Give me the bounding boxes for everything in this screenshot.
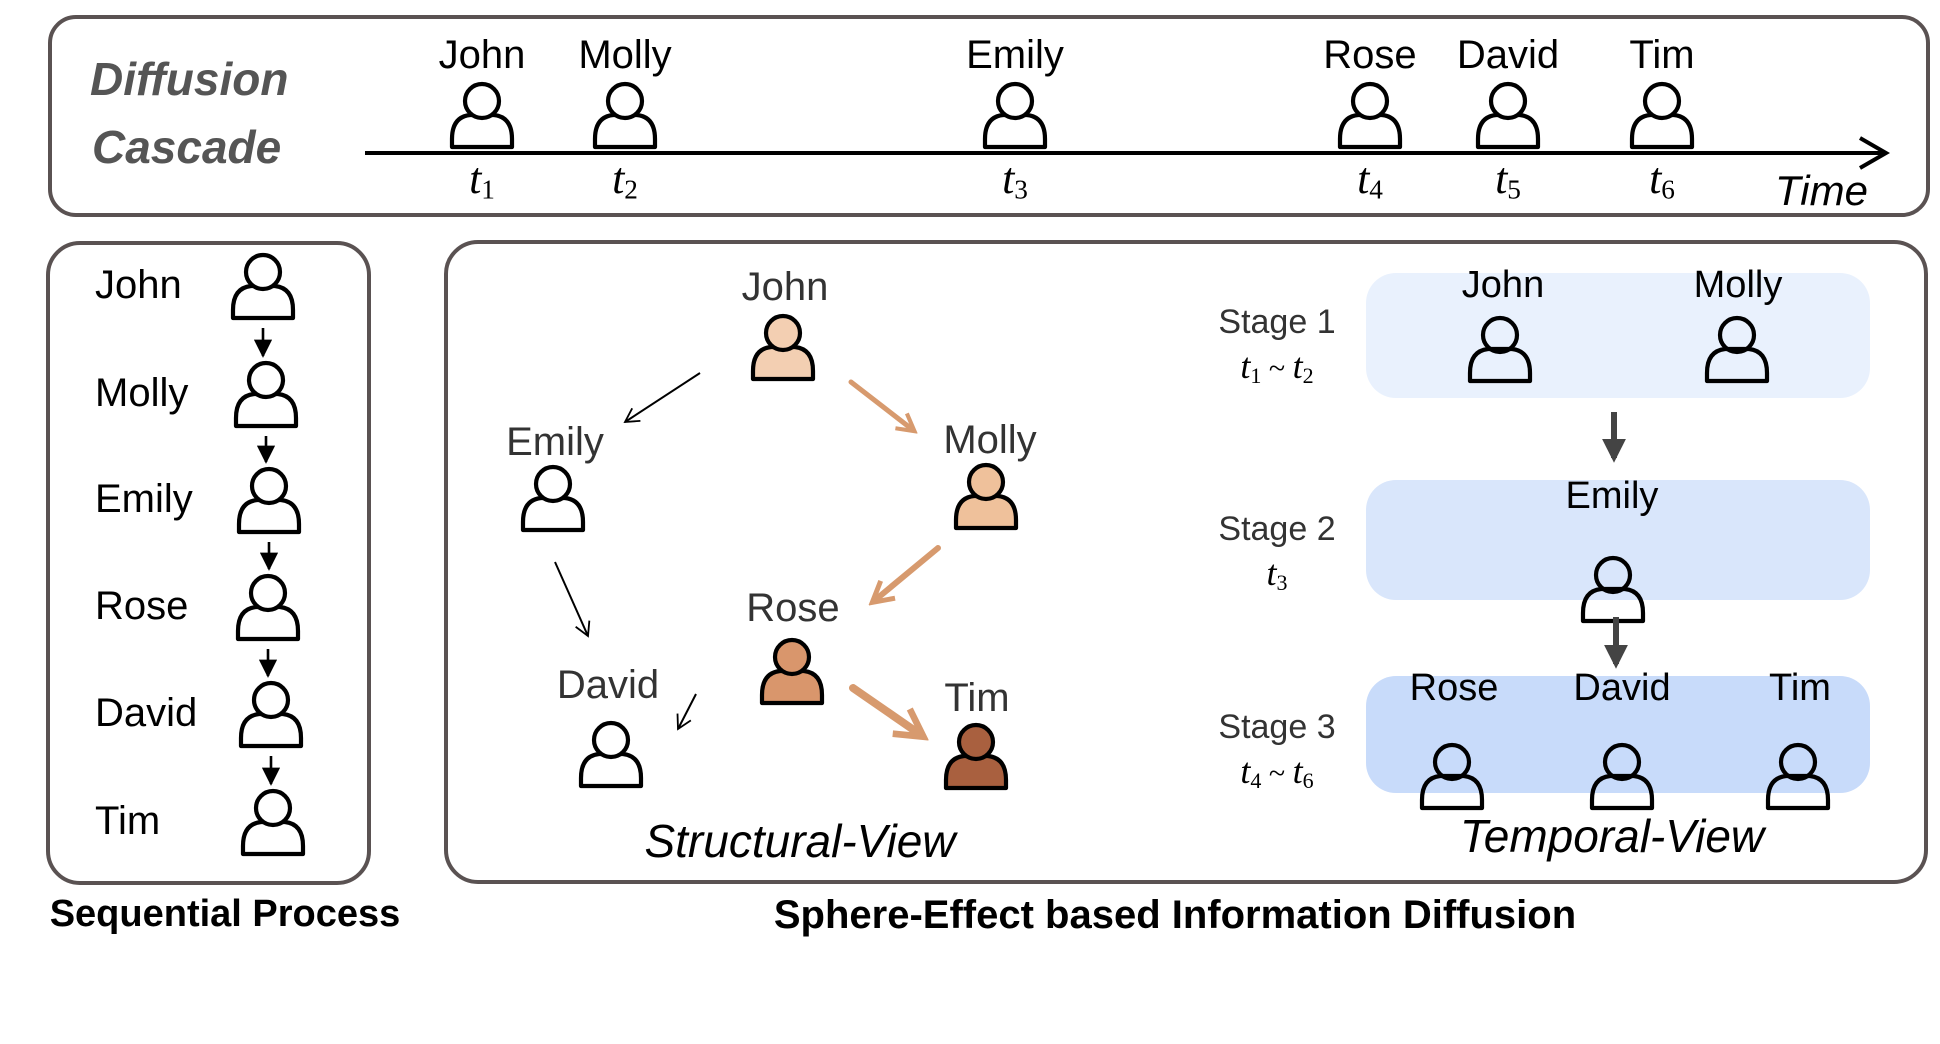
person-icon [1580, 555, 1646, 624]
cascade-title-line2: Cascade [92, 121, 281, 173]
sequential-user-name: Molly [95, 371, 188, 415]
structural-node-name: John [742, 265, 829, 309]
sequential-caption: Sequential Process [50, 893, 401, 935]
sequential-user-name: John [95, 263, 182, 307]
person-icon [230, 252, 296, 321]
person-icon [943, 722, 1009, 791]
person-icon [592, 81, 658, 150]
person-icon [235, 573, 301, 642]
cascade-panel [48, 15, 1930, 217]
person-icon [238, 680, 304, 749]
stage-user-name: Rose [1410, 667, 1499, 709]
structural-influence-arrow [874, 545, 941, 601]
person-icon [236, 466, 302, 535]
sequential-panel [46, 241, 371, 885]
structural-node-name: Rose [746, 586, 839, 630]
cascade-time-label: t5 [1495, 154, 1521, 204]
structural-node-name: Tim [944, 676, 1009, 720]
person-icon [953, 462, 1019, 531]
structural-edge [676, 693, 697, 731]
stage-label: Stage 1 [1218, 303, 1335, 341]
structural-node-name: David [557, 663, 659, 707]
structural-node-name: Emily [506, 420, 604, 464]
cascade-title-line1: Diffusion [90, 53, 288, 105]
stage-user-name: David [1573, 667, 1670, 709]
person-icon [449, 81, 515, 150]
cascade-time-label: t6 [1649, 154, 1675, 204]
cascade-user-name: Tim [1629, 33, 1694, 77]
structural-edge [554, 561, 591, 638]
cascade-user-name: Rose [1323, 33, 1416, 77]
stage-user-name: Molly [1694, 264, 1783, 306]
person-icon [578, 720, 644, 789]
cascade-time-label: t3 [1002, 154, 1028, 204]
person-icon [233, 360, 299, 429]
cascade-user-name: John [439, 33, 526, 77]
cascade-time-label: t4 [1357, 154, 1383, 204]
stage-label: Stage 2 [1218, 510, 1335, 548]
person-icon [1467, 315, 1533, 384]
time-axis-label: Time [1775, 167, 1868, 214]
structural-influence-arrow [849, 684, 921, 735]
structural-view-label: Structural-View [644, 815, 958, 867]
cascade-time-label: t2 [612, 154, 638, 204]
person-icon [1765, 742, 1831, 811]
stage-user-name: Emily [1566, 475, 1659, 517]
person-icon [1475, 81, 1541, 150]
person-icon [1589, 742, 1655, 811]
stage-time-range: t1 ~ t2 [1240, 346, 1313, 388]
cascade-user-name: Molly [578, 33, 671, 77]
stage-box [1366, 273, 1870, 398]
stage-time-range: t3 [1266, 553, 1287, 595]
person-icon [520, 464, 586, 533]
stage-box [1366, 676, 1870, 793]
person-icon [1704, 315, 1770, 384]
stage-label: Stage 3 [1218, 708, 1335, 746]
stage-user-name: John [1462, 264, 1544, 306]
cascade-user-name: Emily [966, 33, 1064, 77]
sphere-panel [444, 240, 1928, 884]
sequential-user-name: Tim [95, 799, 160, 843]
person-icon [1629, 81, 1695, 150]
person-icon [1419, 742, 1485, 811]
structural-node-name: Molly [943, 418, 1036, 462]
person-icon [240, 788, 306, 857]
time-axis-arrowhead [1859, 136, 1891, 170]
cascade-user-name: David [1457, 33, 1559, 77]
stage-time-range: t4 ~ t6 [1240, 751, 1313, 793]
cascade-users: John t1 Molly t2 Emily t3 Rose t4 David t5 Tim t6 [439, 33, 1695, 204]
cascade-time-label: t1 [469, 154, 495, 204]
stage-user-name: Tim [1769, 667, 1831, 709]
sequential-user-name: Rose [95, 584, 188, 628]
structural-influence-arrow [848, 379, 913, 430]
sphere-caption: Sphere-Effect based Information Diffusio… [774, 893, 1576, 937]
person-icon [759, 637, 825, 706]
structural-edge [623, 372, 701, 424]
temporal-view-label: Temporal-View [1460, 810, 1767, 862]
person-icon [982, 81, 1048, 150]
sequential-user-name: Emily [95, 477, 193, 521]
sequential-user-name: David [95, 691, 197, 735]
person-icon [750, 313, 816, 382]
person-icon [1337, 81, 1403, 150]
stage-box [1366, 480, 1870, 600]
